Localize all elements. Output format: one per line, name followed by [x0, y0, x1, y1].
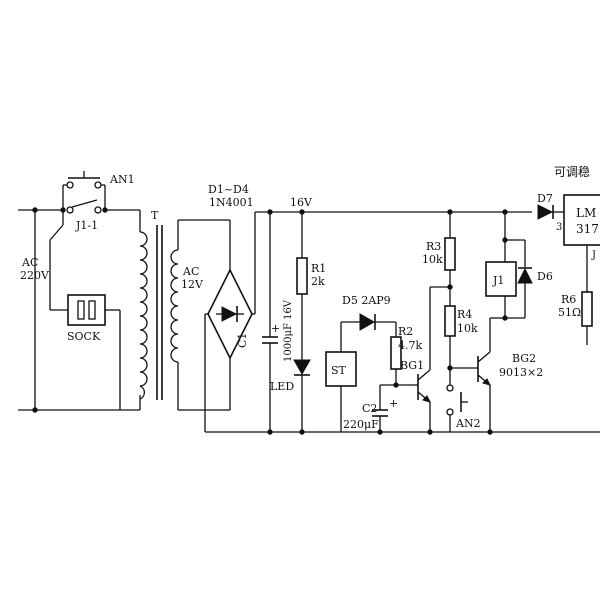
rail-voltage-label: 16V: [290, 196, 313, 209]
sock-label: SOCK: [67, 330, 101, 343]
r3-r4-divider: [444, 212, 456, 371]
power-rails: [205, 209, 600, 435]
transformer: [139, 220, 179, 410]
lm317-label-top: LM: [576, 206, 596, 220]
bg2-value-label: 9013×2: [499, 366, 543, 379]
d7-lm317-section: [537, 194, 600, 345]
bg1-transistor: [410, 284, 453, 432]
j1-1-contact: [66, 199, 102, 214]
an2-label: AN2: [455, 417, 481, 430]
an1-pushbutton: [62, 171, 106, 210]
pin-3-label: 3: [556, 222, 562, 233]
an2-pushbutton: [446, 368, 468, 432]
ac-input-voltage-label: 220V: [20, 269, 50, 282]
svg-text:+: +: [271, 322, 280, 335]
j1-1-label: J1-1: [75, 219, 98, 232]
d6-label: D6: [537, 270, 553, 283]
j1-label: J1: [492, 274, 504, 287]
r1-name-label: R1: [311, 262, 326, 275]
d7-label: D7: [537, 192, 553, 205]
led-label: LED: [270, 380, 294, 393]
r6-value-label: 51Ω: [558, 306, 581, 319]
c1-capacitor: +: [262, 212, 280, 432]
c1-name-label: C1: [236, 333, 249, 348]
r4-name-label: R4: [457, 308, 472, 321]
transformer-label: T: [151, 209, 159, 222]
ac-secondary-label: AC: [182, 265, 199, 278]
r3-value-label: 10k: [422, 253, 443, 266]
bg2-name-label: BG2: [512, 352, 536, 365]
ac-input-section: [18, 171, 141, 413]
bridge-part-label: 1N4001: [209, 196, 254, 209]
j1-relay-coil: [485, 212, 533, 321]
bg2-transistor: [450, 318, 491, 432]
svg-text:+: +: [389, 397, 398, 410]
ac-input-label: AC: [21, 256, 38, 269]
an1-label: AN1: [109, 173, 135, 186]
labels: AN1 J1-1 T AC 220V SOCK AC 12V D1~D4 1N4…: [20, 164, 599, 431]
c2-value-label: 220μF: [343, 418, 379, 431]
socket: [49, 210, 121, 410]
r2-name-label: R2: [398, 325, 413, 338]
st-label: ST: [331, 364, 347, 377]
bridge-rectifier: [178, 212, 256, 432]
adjustable-regulator-label: 可调稳: [554, 164, 590, 179]
r1-value-label: 2k: [311, 275, 325, 288]
lm317-label-bottom: 317: [576, 222, 599, 236]
pin-j-label: J: [591, 250, 596, 261]
bg1-label: BG1: [400, 359, 424, 372]
d5-label: D5 2AP9: [342, 294, 391, 307]
c1-value-label: 1000μF 16V: [283, 299, 294, 362]
c2-name-label: C2: [362, 402, 377, 415]
r2-value-label: 4.7k: [398, 339, 422, 352]
ac-secondary-voltage-label: 12V: [181, 278, 204, 291]
r3-name-label: R3: [426, 240, 441, 253]
r1-led-branch: [293, 212, 311, 432]
r6-name-label: R6: [561, 293, 576, 306]
r4-value-label: 10k: [457, 322, 478, 335]
st-d5-r2-c2-network: +: [325, 313, 410, 432]
bridge-name-label: D1~D4: [208, 183, 249, 196]
